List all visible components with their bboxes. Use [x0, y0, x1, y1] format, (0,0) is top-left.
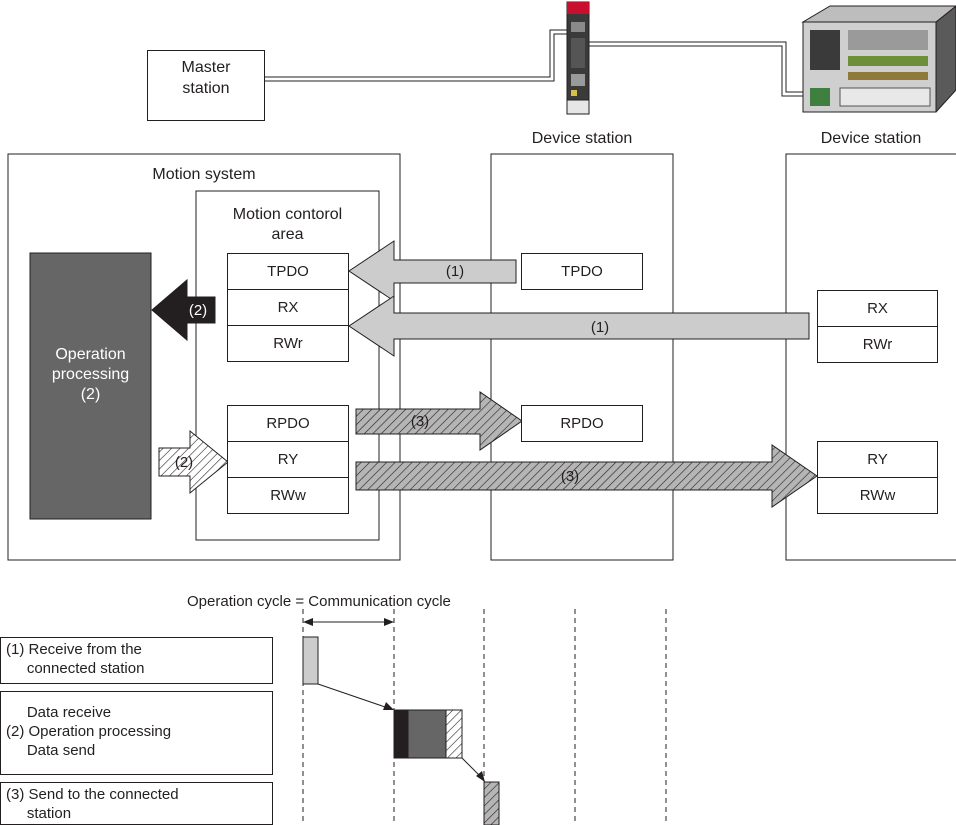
io-module-icon [801, 5, 956, 113]
device-station-2-frame [785, 153, 956, 561]
register-rpdo: RPDO [227, 405, 349, 442]
device-station-1-frame [490, 153, 674, 561]
legend-processing: Data receive (2) Operation processing Da… [0, 691, 273, 775]
timing-operation-block [407, 709, 447, 759]
arrow-label-processing-out: (2) [174, 454, 194, 471]
legend-send: (3) Send to the connected station [0, 782, 273, 825]
motion-system-frame [7, 153, 401, 561]
device2-register-rx: RX [817, 290, 938, 327]
motion-control-area-title: Motion contorol area [232, 206, 343, 243]
register-ry: RY [227, 441, 349, 478]
device-station-1-label: Device station [531, 130, 633, 147]
arrow-label-receive-rx: (1) [590, 319, 610, 336]
network-cable [265, 29, 804, 97]
send-arrow-rpdo [355, 391, 523, 451]
operation-processing-block [29, 252, 152, 520]
motion-control-area-frame [195, 190, 380, 541]
timing-chart [302, 609, 667, 825]
register-rww: RWw [227, 477, 349, 514]
device2-register-rww: RWw [817, 477, 938, 514]
device-station-2-label: Device station [820, 130, 922, 147]
timing-send-block [483, 781, 500, 825]
receive-arrow-rx [348, 295, 810, 357]
timing-cycle-label: Operation cycle = Communication cycle [187, 593, 451, 610]
device2-register-rwr: RWr [817, 326, 938, 363]
arrow-label-send-rpdo: (3) [410, 413, 430, 430]
processing-arrow-in [151, 278, 216, 342]
timing-data-send-block [445, 709, 463, 759]
receive-arrow-tpdo [348, 240, 517, 302]
motion-system-title: Motion system [152, 166, 256, 183]
master-station-label: Master station [181, 59, 231, 97]
device2-register-ry: RY [817, 441, 938, 478]
operation-processing-label: Operation processing (2) [51, 346, 130, 403]
master-station-box [147, 50, 265, 121]
timing-data-receive-block [393, 709, 409, 759]
register-tpdo: TPDO [227, 253, 349, 290]
device1-register-tpdo: TPDO [521, 253, 643, 290]
arrow-label-processing-in: (2) [188, 302, 208, 319]
register-rx: RX [227, 289, 349, 326]
device1-register-rpdo: RPDO [521, 405, 643, 442]
register-rwr: RWr [227, 325, 349, 362]
servo-amplifier-icon [566, 1, 590, 115]
arrow-label-receive-tpdo: (1) [445, 263, 465, 280]
legend-receive: (1) Receive from the connected station [0, 637, 273, 684]
timing-receive-block [302, 636, 319, 685]
arrow-label-send-ry: (3) [560, 468, 580, 485]
processing-arrow-out [158, 429, 229, 495]
send-arrow-ry [355, 444, 818, 508]
